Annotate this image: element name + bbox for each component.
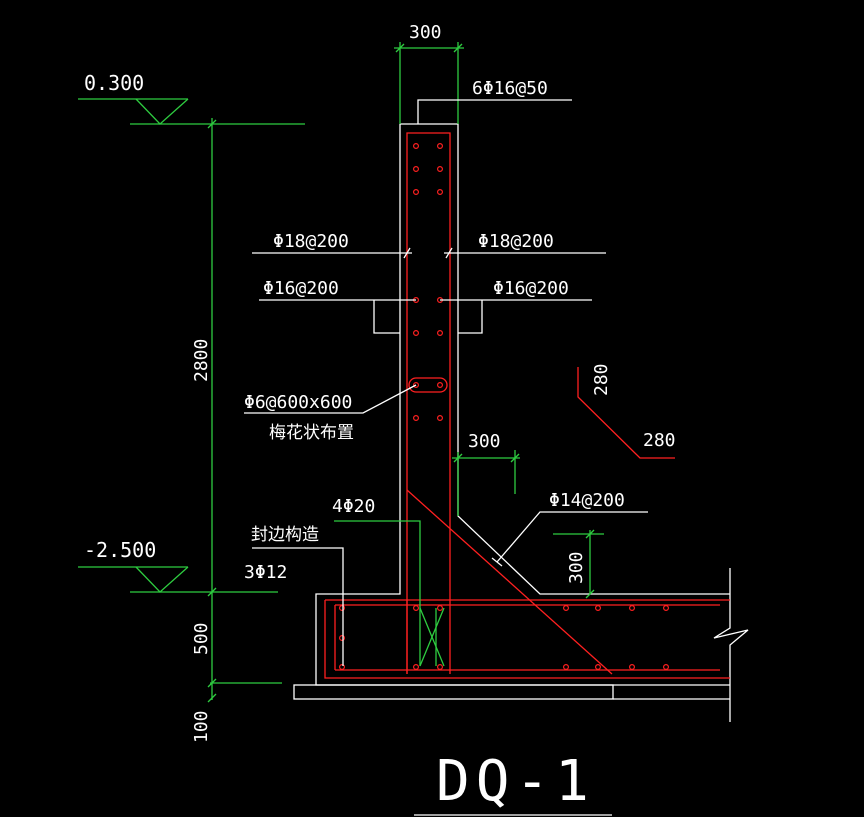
leader-lines [244, 99, 648, 816]
edge-bars-label: 3Φ12 [244, 562, 287, 583]
top-elevation-label: 0.300 [84, 71, 144, 95]
dimension-lines [78, 42, 604, 703]
stair-dim-b: 280 [643, 430, 676, 451]
tie-note-label: 梅花状布置 [269, 423, 354, 443]
wall-width-dim: 300 [409, 22, 442, 43]
haunch-width-dim: 300 [468, 431, 501, 452]
haunch-height-dim: 300 [566, 551, 587, 584]
tie-label: Φ6@600x600 [244, 392, 352, 413]
edge-note-label: 封边构造 [251, 525, 319, 545]
cushion-dim: 100 [191, 710, 212, 743]
stair-dim-a: 280 [591, 363, 612, 396]
corner-bars-label: 4Φ20 [332, 496, 375, 517]
base-thickness-dim: 500 [191, 622, 212, 655]
vert-bars-left-label: Φ16@200 [263, 278, 339, 299]
top-bars-label: 6Φ16@50 [472, 78, 548, 99]
horiz-bars-right-label: Φ18@200 [478, 231, 554, 252]
concrete-outline [293, 123, 749, 722]
wall-height-dim: 2800 [191, 339, 212, 382]
horiz-bars-left-label: Φ18@200 [273, 231, 349, 252]
rebar [324, 132, 730, 679]
drawing-title: DQ-1 [436, 749, 595, 814]
bottom-elevation-label: -2.500 [84, 538, 156, 562]
vert-bars-right-label: Φ16@200 [493, 278, 569, 299]
haunch-bars-label: Φ14@200 [549, 490, 625, 511]
